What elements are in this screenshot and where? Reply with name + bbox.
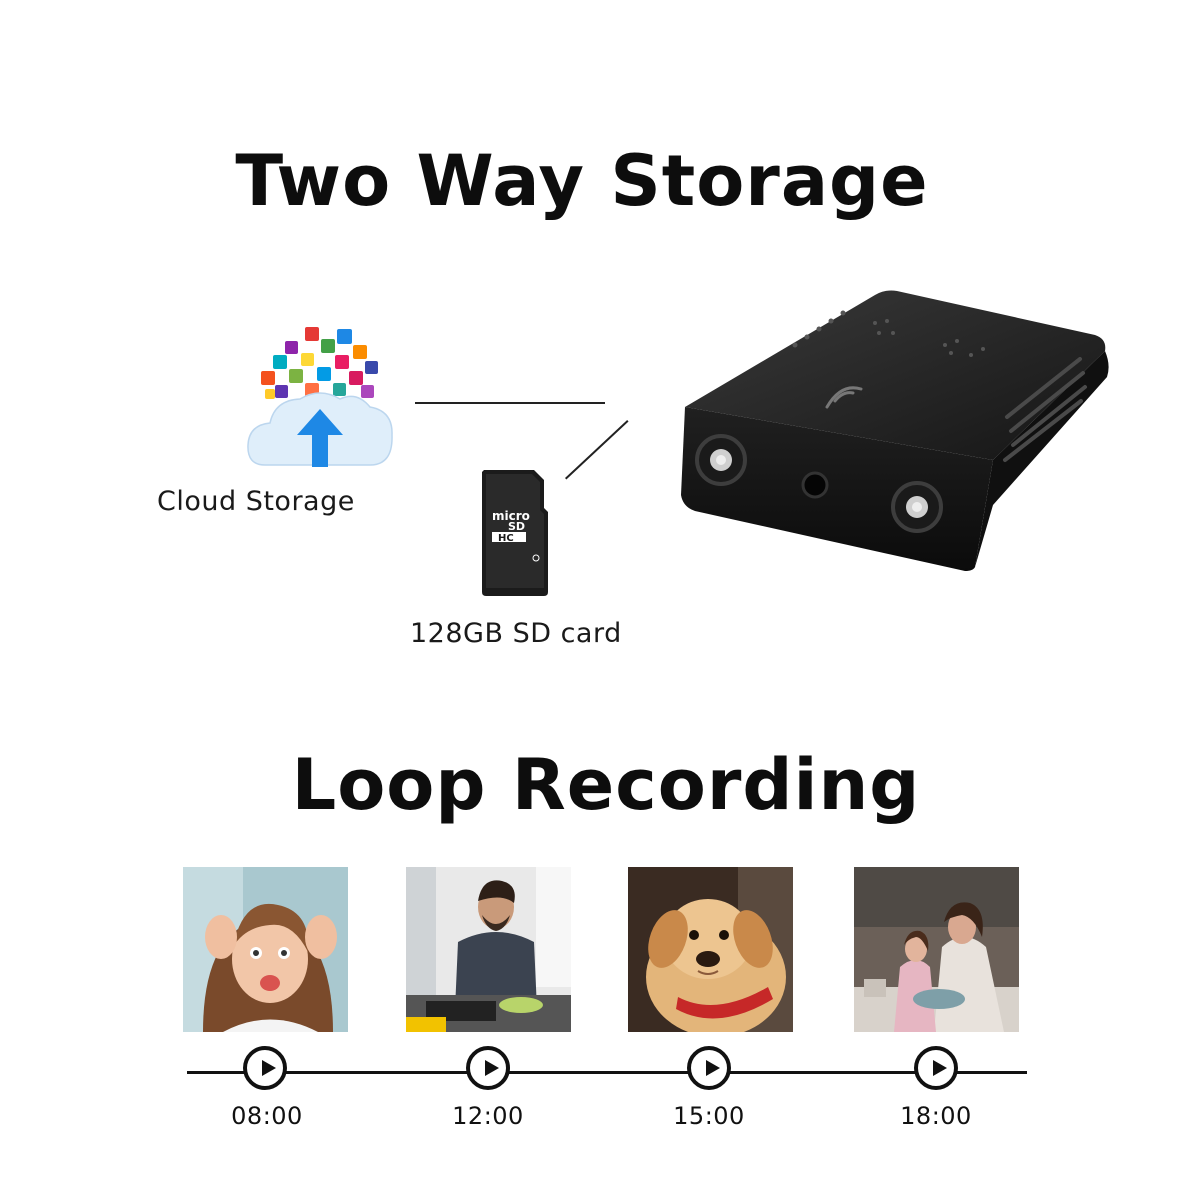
play-button-1800[interactable] [914,1046,958,1090]
play-button-0800[interactable] [243,1046,287,1090]
mini-camera-device-image [675,285,1115,575]
sd-card-sd-text: SD [508,520,525,533]
girl-playing-photo [183,867,348,1032]
cloud-connector-line [415,402,605,404]
loop-recording-title: Loop Recording [291,744,921,826]
play-button-1500[interactable] [687,1046,731,1090]
sd-card-hc-text: HC [498,533,514,544]
cloud-storage-icon [245,325,395,470]
timeline-time-label: 18:00 [900,1102,972,1130]
man-cooking-photo [406,867,571,1032]
sd-card-label: 128GB SD card [410,618,622,649]
two-way-storage-title: Two Way Storage [235,140,929,222]
sd-card-icon: micro SD HC [478,468,550,598]
sd-card-micro-text: micro [492,509,530,523]
timeline-line [187,1071,1027,1074]
cloud-storage-label: Cloud Storage [157,486,355,517]
puppy-photo [628,867,793,1032]
sd-connector-line [565,420,629,480]
timeline-time-label: 12:00 [452,1102,524,1130]
timeline-time-label: 08:00 [231,1102,303,1130]
mother-and-child-photo [854,867,1019,1032]
play-button-1200[interactable] [466,1046,510,1090]
timeline-time-label: 15:00 [673,1102,745,1130]
